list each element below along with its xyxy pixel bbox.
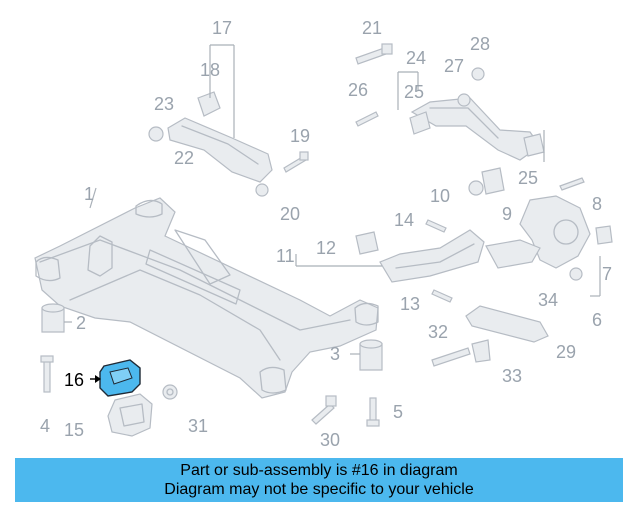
callout-16[interactable]: 16	[64, 370, 84, 390]
callout-21: 21	[362, 18, 382, 38]
callout-24: 24	[406, 48, 426, 68]
callout-34: 34	[538, 290, 558, 310]
callout-20: 20	[280, 204, 300, 224]
bolt-4	[40, 355, 54, 393]
callout-3: 3	[330, 344, 340, 364]
callout-18: 18	[200, 60, 220, 80]
bracket-33	[471, 339, 491, 363]
upper-arm-17	[167, 117, 273, 183]
bolt-19	[283, 151, 309, 173]
callout-30: 30	[320, 430, 340, 450]
banner-line-1: Part or sub-assembly is #16 in diagram	[180, 462, 458, 479]
bushing-3	[359, 339, 383, 371]
callout-23: 23	[154, 94, 174, 114]
callout-33: 33	[502, 366, 522, 386]
callout-26: 26	[348, 80, 368, 100]
nut-34	[569, 267, 583, 281]
parts-diagram: 1 2 3 4 5 6 7 8 9 10 11 12 13 14 15 16 1…	[34, 18, 613, 450]
bolt-5	[366, 397, 380, 427]
callout-27: 27	[444, 56, 464, 76]
bolt-26	[355, 111, 379, 127]
callout-31: 31	[188, 416, 208, 436]
callout-6: 6	[592, 310, 602, 330]
bushing-2	[41, 303, 65, 333]
bracket-15	[107, 393, 153, 437]
callout-12: 12	[316, 238, 336, 258]
callout-28: 28	[470, 34, 490, 54]
bolt-8	[559, 177, 585, 191]
callout-4: 4	[40, 416, 50, 436]
bushing-18	[197, 91, 221, 117]
callout-8: 8	[592, 194, 602, 214]
callout-1: 1	[84, 184, 94, 204]
callout-32: 32	[428, 322, 448, 342]
callout-29: 29	[556, 342, 576, 362]
callout-19: 19	[290, 126, 310, 146]
info-banner: Part or sub-assembly is #16 in diagram D…	[15, 458, 623, 502]
bracket-9	[481, 167, 505, 195]
bolt-32	[431, 347, 471, 367]
bolt-30	[311, 395, 337, 425]
rear-subframe	[34, 197, 379, 399]
nut-28	[471, 67, 485, 81]
nut-27	[457, 93, 471, 107]
mount-bushing-16[interactable]	[90, 359, 141, 397]
callout-25b: 25	[518, 168, 538, 188]
nut-31	[162, 384, 178, 400]
bolt-13	[431, 289, 453, 303]
callout-15: 15	[64, 420, 84, 440]
bushing-12	[355, 231, 379, 255]
callout-13: 13	[400, 294, 420, 314]
toe-link-29	[465, 305, 549, 343]
callout-25a: 25	[404, 82, 424, 102]
bushing-25a	[409, 111, 431, 135]
bolt-14	[425, 219, 447, 233]
callout-10: 10	[430, 186, 450, 206]
callout-17: 17	[212, 18, 232, 38]
bushing-7	[595, 225, 613, 245]
leader-lines	[64, 44, 601, 355]
banner-line-2: Diagram may not be specific to your vehi…	[164, 481, 474, 498]
callout-9: 9	[502, 204, 512, 224]
bolt-21	[355, 43, 393, 65]
nut-20	[255, 183, 269, 197]
callout-2: 2	[76, 313, 86, 333]
upper-link-24	[410, 97, 541, 161]
callout-5: 5	[393, 402, 403, 422]
callout-22: 22	[174, 148, 194, 168]
callout-labels: 1 2 3 4 5 6 7 8 9 10 11 12 13 14 15 16 1…	[40, 18, 612, 450]
bushing-10	[468, 180, 484, 196]
lower-arm-11	[379, 229, 485, 283]
callout-11: 11	[276, 246, 295, 266]
bushing-23	[148, 126, 164, 142]
bushing-25b	[523, 133, 545, 157]
callout-7: 7	[602, 264, 612, 284]
callout-14: 14	[394, 210, 414, 230]
link-arm	[485, 239, 541, 269]
